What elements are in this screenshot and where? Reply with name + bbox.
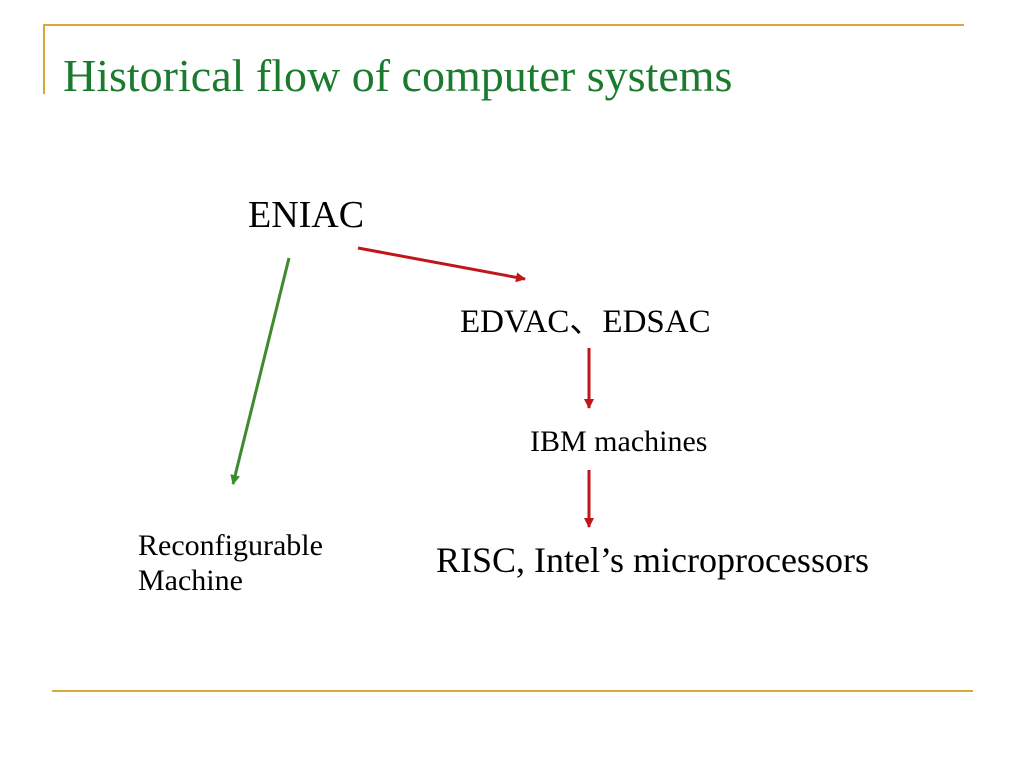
frame-bottom-rule: [52, 690, 973, 692]
slide-title: Historical flow of computer systems: [63, 50, 733, 101]
node-reconfigurable-machine: Reconfigurable Machine: [138, 529, 323, 597]
node-ibm-machines: IBM machines: [530, 425, 708, 458]
frame-top-rule: [43, 24, 964, 26]
node-edvac-edsac: EDVAC、EDSAC: [460, 304, 711, 340]
node-risc-intel: RISC, Intel’s microprocessors: [436, 540, 869, 580]
frame-left-rule: [43, 24, 45, 94]
node-eniac: ENIAC: [248, 194, 365, 236]
arrow-eniac-to-reconfigurable: [230, 257, 291, 485]
arrow-eniac-to-edvac: [357, 246, 526, 283]
